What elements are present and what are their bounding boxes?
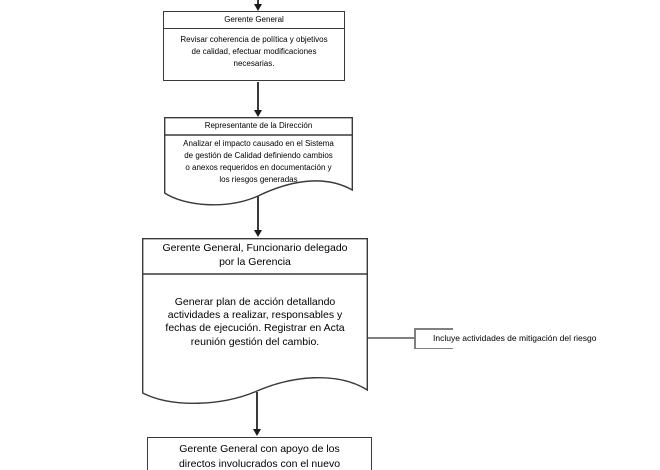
- body-line: de calidad, efectuar modificaciones: [191, 47, 317, 56]
- annotation-bracket-top: [414, 328, 453, 330]
- node-gerente-apoyo: Gerente General con apoyo de los directo…: [147, 437, 372, 470]
- node-plan-accion: Gerente General, Funcionario delegado po…: [142, 238, 368, 410]
- node-plan-accion-body: Generar plan de acción detallando activi…: [142, 296, 368, 349]
- connector-line-top: [257, 0, 259, 6]
- connector-line-1-2: [257, 82, 259, 111]
- body-line: o anexos requeridos en documentación y: [185, 163, 332, 172]
- body-line: fechas de ejecución. Registrar en Acta: [165, 322, 345, 335]
- node-gerente-general: Gerente General Revisar coherencia de po…: [163, 11, 345, 81]
- annotation-bracket: [414, 328, 416, 349]
- node-gerente-apoyo-body: Gerente General con apoyo de los directo…: [148, 442, 371, 470]
- header-line: por la Gerencia: [219, 256, 291, 268]
- body-line: necesarias.: [233, 59, 275, 68]
- node-representante-direccion: Representante de la Dirección Analizar e…: [164, 117, 353, 213]
- body-line: reunión gestión del cambio.: [190, 335, 320, 348]
- arrow-down-icon: [253, 230, 262, 237]
- header-line: Gerente General, Funcionario delegado: [162, 242, 348, 254]
- body-line: de gestión de Calidad definiendo cambios: [184, 151, 333, 160]
- node-gerente-general-header: Gerente General: [164, 12, 344, 29]
- body-line: Revisar coherencia de política y objetiv…: [180, 35, 328, 44]
- document-shape: [142, 238, 368, 404]
- body-line: actividades a realizar, responsables y: [167, 309, 343, 322]
- node-gerente-general-body: Revisar coherencia de política y objetiv…: [164, 34, 344, 70]
- node-representante-direccion-body: Analizar el impacto causado en el Sistem…: [164, 138, 353, 186]
- arrow-down-icon: [253, 4, 262, 11]
- body-line: Analizar el impacto causado en el Sistem…: [183, 139, 334, 148]
- body-line: Gerente General con apoyo de los: [179, 443, 340, 455]
- document-shape: [164, 117, 353, 206]
- arrow-down-icon: [253, 110, 262, 117]
- annotation-connector-line: [368, 337, 415, 339]
- node-plan-accion-header: Gerente General, Funcionario delegado po…: [142, 241, 368, 269]
- body-line: Generar plan de acción detallando: [174, 296, 336, 308]
- connector-line-2-3: [257, 196, 259, 231]
- body-line: directos involucrados con el nuevo: [178, 458, 341, 470]
- annotation-bracket-bottom: [414, 347, 453, 350]
- node-representante-direccion-header: Representante de la Dirección: [204, 121, 313, 130]
- connector-line-3-4: [256, 392, 258, 430]
- annotation-label: Incluye actividades de mitigación del ri…: [433, 333, 597, 343]
- arrow-down-icon: [252, 429, 261, 436]
- body-line: los riesgos generadas: [219, 175, 298, 184]
